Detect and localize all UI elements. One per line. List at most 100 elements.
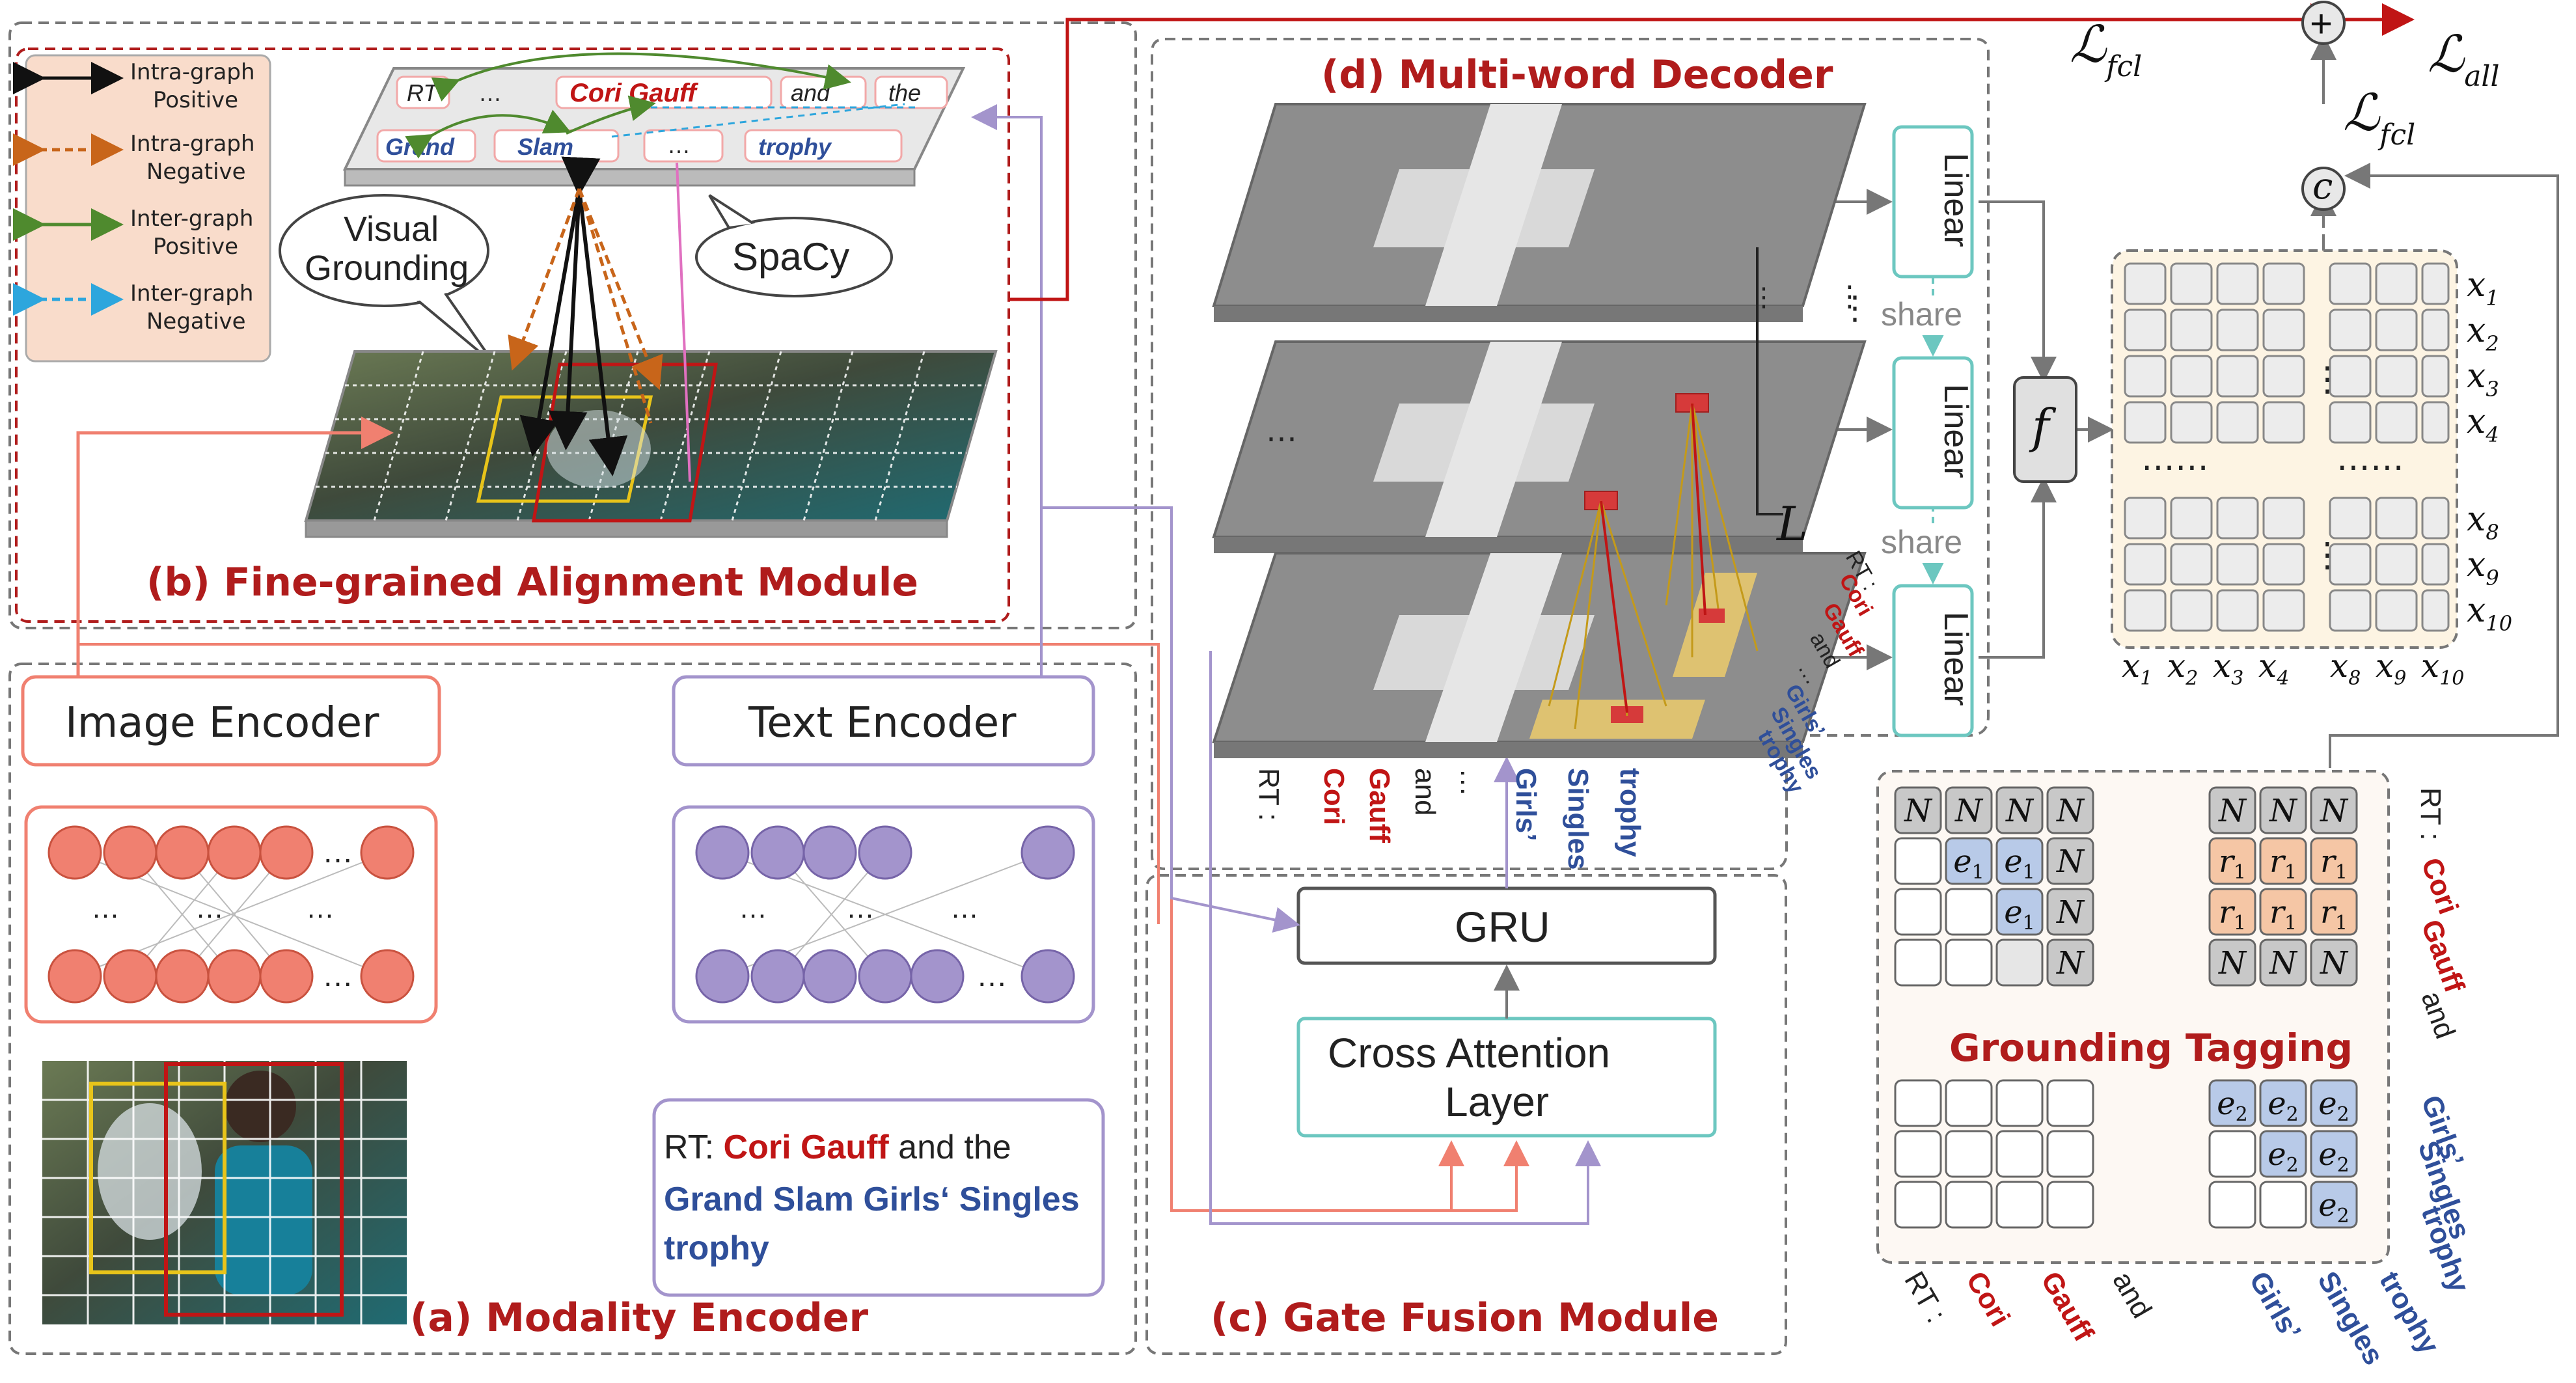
visual-grounding-text-2: Grounding <box>305 249 469 288</box>
tag-bot-cori: Cori <box>1960 1267 2016 1332</box>
tag-cell-label: e1 <box>2004 894 2035 935</box>
tag-right-and: and <box>2415 987 2461 1043</box>
tag-cell <box>1894 888 1942 936</box>
dec-tok-girls: Girls’ <box>1510 768 1542 842</box>
row-x2-sub: 2 <box>2485 331 2499 356</box>
graph-token-grand: Grand <box>385 133 455 160</box>
tag-cell <box>1995 837 2044 885</box>
tag-cell <box>1945 1130 1993 1178</box>
grounding-arrows <box>508 156 691 482</box>
legend-inter-positive-1: Inter-graph <box>130 206 253 232</box>
linear-label-1: Linear <box>1937 153 1975 247</box>
tag-cell <box>2259 1079 2307 1127</box>
tag-cell <box>1945 938 1993 987</box>
share-label-1: share <box>1881 296 1962 333</box>
row-x9-sub: 9 <box>2486 566 2499 590</box>
linear-block-2: Linear <box>1892 356 1975 510</box>
tag-bot-rt: RT : <box>1898 1267 1952 1328</box>
linear-label-3: Linear <box>1937 612 1975 706</box>
decoder-vdots-1: ⋮ <box>1751 283 1777 312</box>
row-x8-sub: 8 <box>2486 520 2499 545</box>
svg-text:x1: x1 <box>2122 647 2152 690</box>
dec-tok-gauff: Gauff <box>1363 768 1395 843</box>
svg-text:x8: x8 <box>2467 500 2499 545</box>
matrix-vdots-top: ⋮ <box>2310 361 2344 398</box>
tag-cell <box>1945 1079 1993 1127</box>
tag-cell <box>1945 786 1993 834</box>
row-x1-sub: 1 <box>2486 286 2499 310</box>
col-x4: x <box>2258 647 2277 685</box>
tag-bot-and: and <box>2106 1267 2158 1324</box>
tag-cell <box>2310 1130 2358 1178</box>
decoder-title: (d) Multi-word Decoder <box>1321 52 1833 98</box>
plus-node <box>2301 1 2346 45</box>
dec-tok-and: and <box>1409 768 1441 815</box>
graph-token-trophy: trophy <box>758 133 832 160</box>
tag-cell <box>2046 888 2094 936</box>
tag-cell <box>2310 837 2358 885</box>
text-network-dots-4: … <box>950 892 979 924</box>
dec-tok-singles: Singles <box>1562 768 1594 870</box>
col-x2-sub: 2 <box>2185 667 2198 690</box>
tag-cell-label: e2 <box>2318 1086 2350 1126</box>
cross-attention-line1: Cross Attention <box>1328 1030 1610 1076</box>
visual-grounding-bubble: Visual Grounding <box>279 194 496 366</box>
input-entity2-line2: trophy <box>664 1229 769 1267</box>
svg-text:x2: x2 <box>2467 311 2499 356</box>
image-network-dots-3: … <box>91 892 120 924</box>
tagging-title: Grounding Tagging <box>1949 1026 2353 1070</box>
tag-cell-label: N <box>2320 945 2349 981</box>
legend-inter-negative-2: Negative <box>146 308 246 335</box>
tag-cell <box>2208 786 2256 834</box>
linear-block-1: Linear <box>1892 125 1975 279</box>
tag-cell <box>2208 1130 2256 1178</box>
input-photo <box>42 1061 407 1324</box>
text-graph-plane: RT … Cori Gauff and the Grand Slam … tro… <box>342 52 966 187</box>
spacy-bubble: SpaCy <box>695 194 893 297</box>
tag-cell <box>2259 786 2307 834</box>
tag-cell <box>2310 786 2358 834</box>
tag-cell <box>2046 786 2094 834</box>
tag-cell-label: N <box>2005 793 2035 829</box>
tag-cell-label: r1 <box>2320 894 2348 935</box>
tag-cell <box>1894 837 1942 885</box>
decoder-plane-bottom <box>1212 403 1867 758</box>
tag-cell <box>2208 938 2256 987</box>
text-encoder-label: Text Encoder <box>748 699 1017 747</box>
cross-attention-block: Cross Attention Layer <box>1296 1017 1717 1138</box>
tag-cell <box>1894 1079 1942 1127</box>
tag-cell <box>1894 786 1942 834</box>
col-x10: x <box>2421 647 2439 685</box>
loss-fcl-right-sub: fcl <box>2377 118 2415 152</box>
dec-tok-rt: RT : <box>1253 768 1285 821</box>
col-x1: x <box>2122 647 2140 685</box>
tag-cell <box>2208 1181 2256 1229</box>
input-entity2-line1: Grand Slam Girls‘ Singles <box>664 1181 1080 1218</box>
decoder-vdots-2: ⋮ <box>1835 281 1864 312</box>
tag-cell <box>2310 938 2358 987</box>
tag-cell <box>1995 1181 2044 1229</box>
tag-cell <box>2310 888 2358 936</box>
tag-cell-label: e2 <box>2268 1136 2299 1177</box>
image-network-dots-5: … <box>306 892 335 924</box>
image-encoder-label: Image Encoder <box>65 699 379 747</box>
tagging-bottom-labels: RT : Cori Gauff and Girls’ Singles troph… <box>1898 1267 2445 1371</box>
graph-token-ellipsis-top: … <box>478 79 502 106</box>
col-x3: x <box>2213 647 2231 685</box>
legend-intra-positive-2: Positive <box>153 87 238 113</box>
col-x4-sub: 4 <box>2276 667 2289 690</box>
tag-cell-label: r1 <box>2219 894 2246 935</box>
row-x9: x <box>2467 545 2486 584</box>
tag-cell <box>1995 786 2044 834</box>
tag-cell-label: N <box>2056 945 2085 981</box>
tag-cell-label: N <box>2320 793 2349 829</box>
col-x3-sub: 3 <box>2231 667 2243 690</box>
input-middle: and the <box>889 1129 1011 1166</box>
svg-text:x4: x4 <box>2467 402 2499 447</box>
tag-cell <box>1995 1079 2044 1127</box>
tag-cell <box>1995 888 2044 936</box>
col-x8: x <box>2330 647 2348 685</box>
graph-token-cori-gauff: Cori Gauff <box>569 79 699 107</box>
